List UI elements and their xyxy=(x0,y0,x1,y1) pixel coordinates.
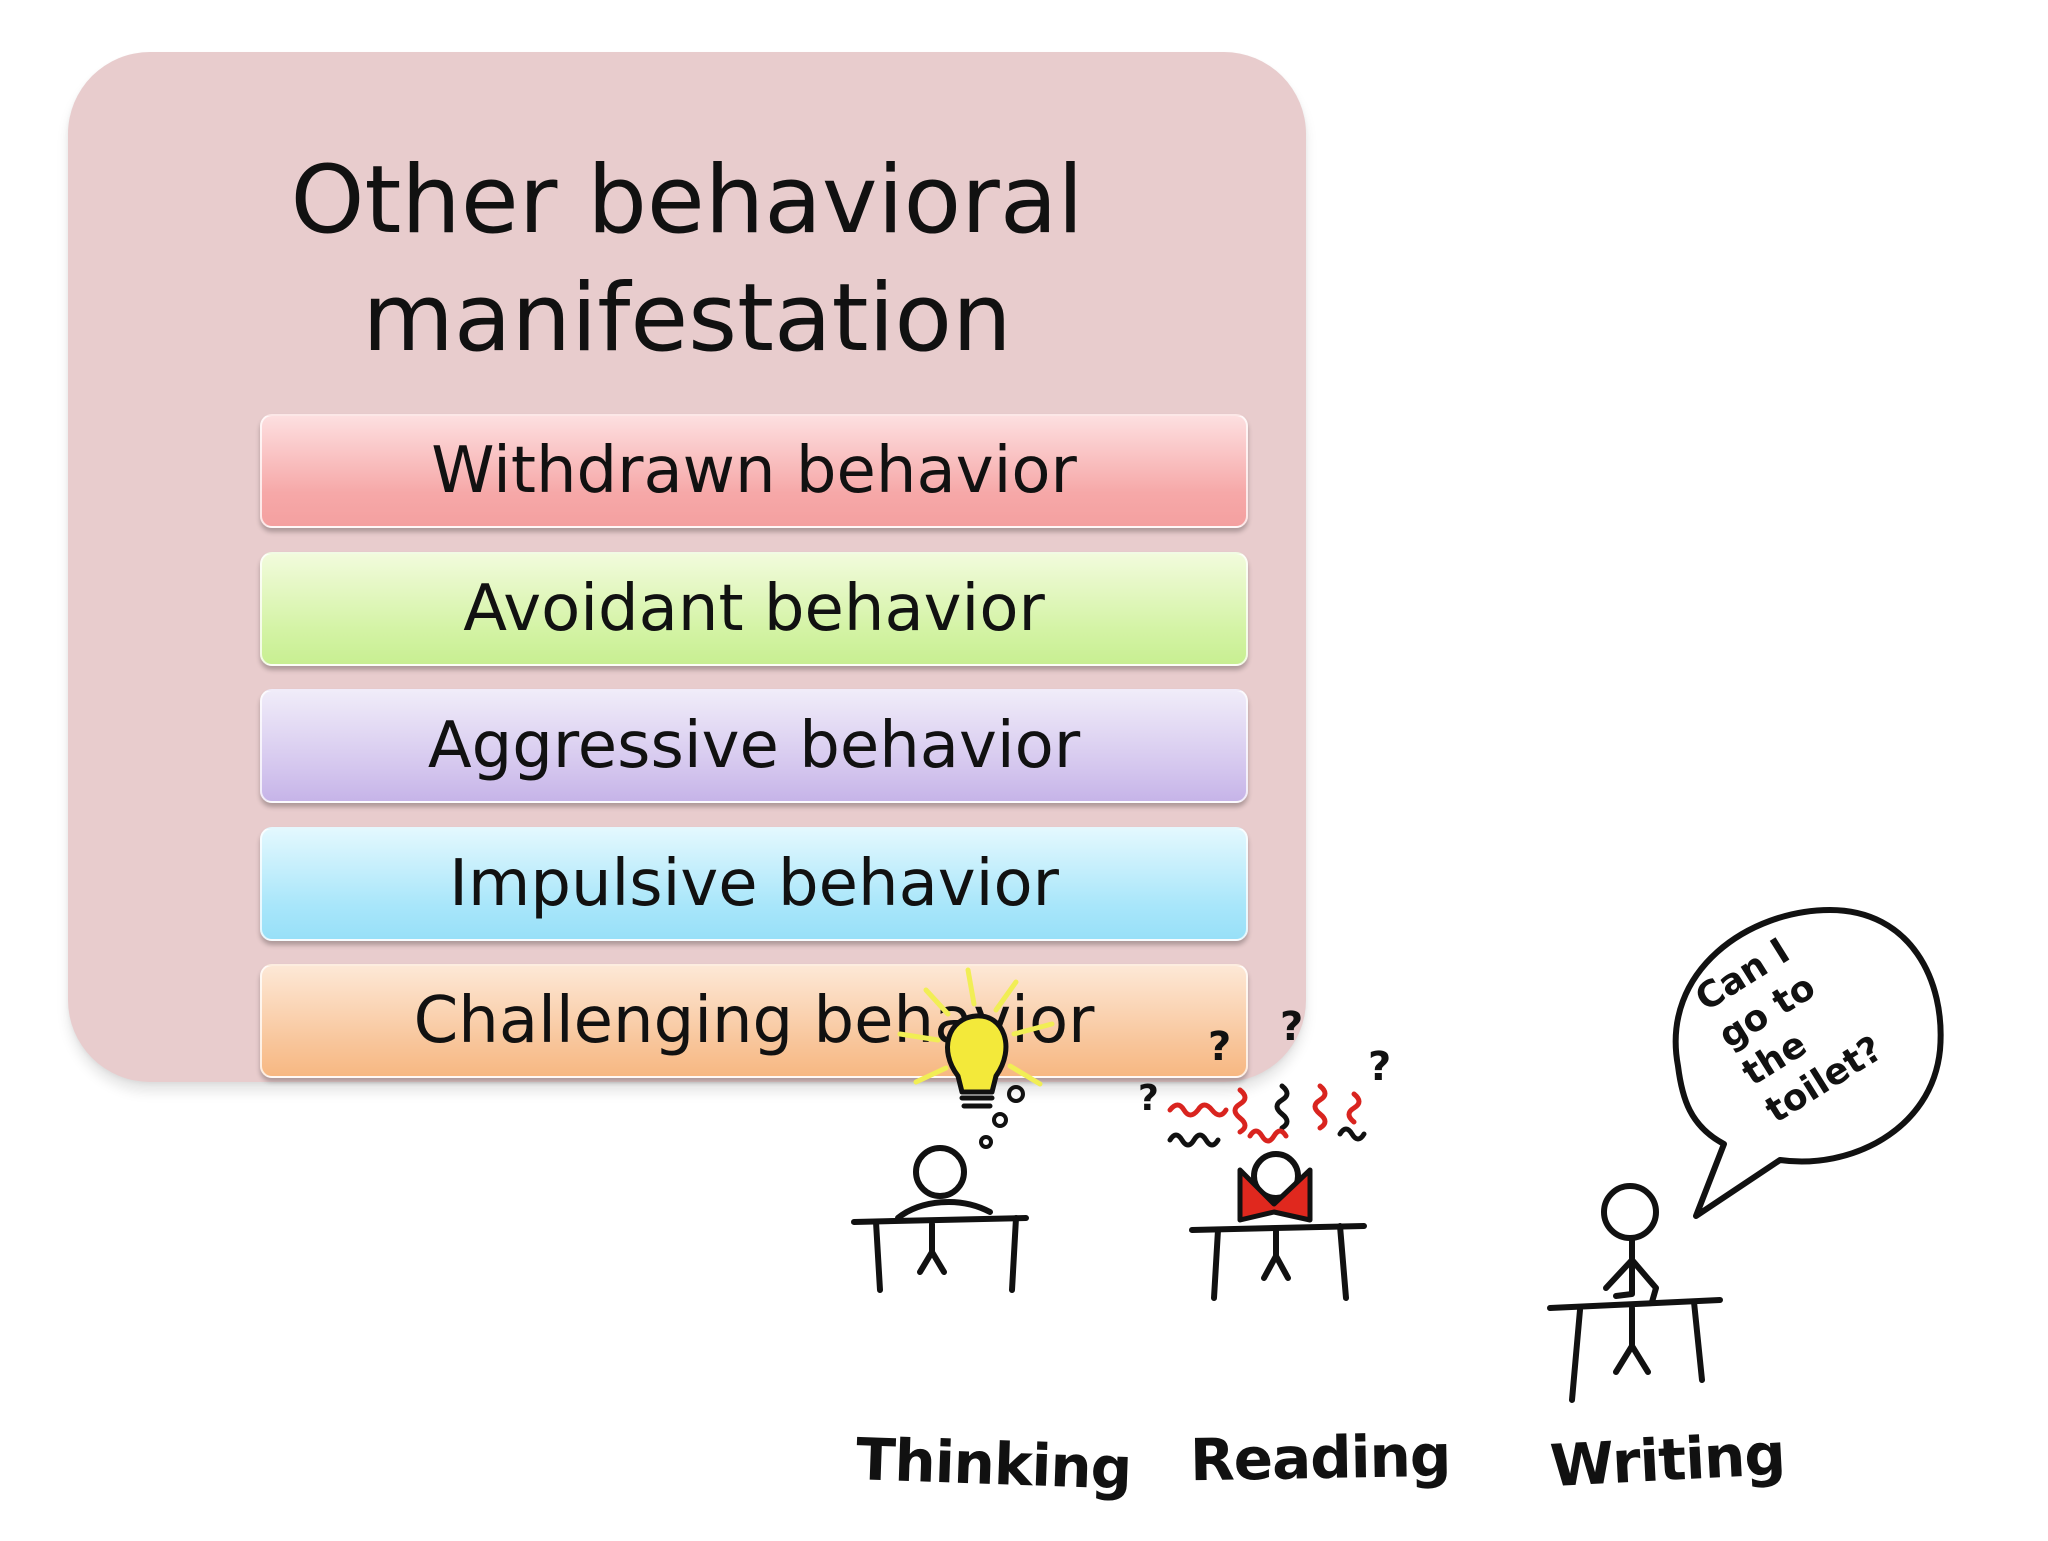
confusion-scribbles: ? ? ? ? xyxy=(1138,1004,1391,1148)
reading-figure xyxy=(1189,1151,1367,1301)
title-line-2: manifestation xyxy=(362,264,1012,373)
stick-figure-illustration: ? ? ? ? xyxy=(820,900,2020,1536)
svg-text:?: ? xyxy=(1138,1078,1159,1119)
svg-text:?: ? xyxy=(1280,1004,1303,1050)
lightbulb-icon xyxy=(897,967,1055,1149)
writing-figure xyxy=(1547,1183,1723,1403)
avoidant-behavior-bar: Avoidant behavior xyxy=(260,552,1248,666)
label-thinking: Thinking xyxy=(854,1425,1133,1503)
card-title: Other behavioral manifestation xyxy=(68,142,1306,378)
bar-label: Aggressive behavior xyxy=(427,709,1081,783)
thinking-figure xyxy=(851,1145,1029,1293)
behavior-card: Other behavioral manifestation Withdrawn… xyxy=(68,52,1306,1082)
speech-bubble xyxy=(1672,907,1944,1219)
label-reading: Reading xyxy=(1189,1421,1451,1495)
svg-text:?: ? xyxy=(1368,1044,1391,1090)
aggressive-behavior-bar: Aggressive behavior xyxy=(260,689,1248,803)
title-line-1: Other behavioral xyxy=(290,146,1084,255)
label-writing: Writing xyxy=(1548,1419,1787,1501)
classroom-drawing: ? ? ? ? xyxy=(851,907,1944,1403)
withdrawn-behavior-bar: Withdrawn behavior xyxy=(260,414,1248,528)
bar-label: Withdrawn behavior xyxy=(431,434,1077,508)
bar-label: Impulsive behavior xyxy=(449,847,1059,921)
svg-text:?: ? xyxy=(1208,1024,1231,1070)
bar-label: Avoidant behavior xyxy=(463,572,1045,646)
impulsive-behavior-bar: Impulsive behavior xyxy=(260,827,1248,941)
